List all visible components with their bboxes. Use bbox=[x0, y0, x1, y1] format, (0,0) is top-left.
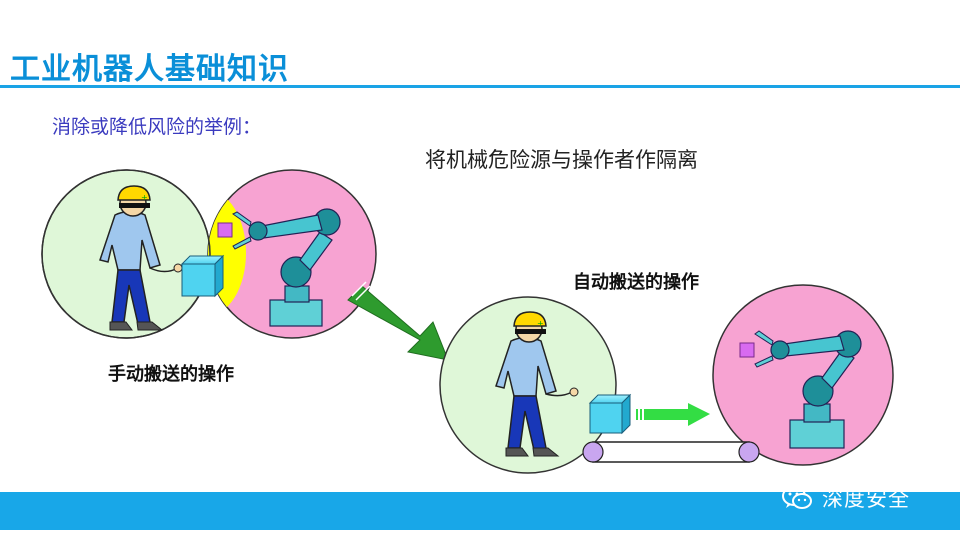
auto-handling-label: 自动搬送的操作 bbox=[573, 272, 699, 293]
subtitle: 消除或降低风险的举例： bbox=[52, 116, 262, 138]
slide-title: 工业机器人基础知识 bbox=[10, 52, 289, 87]
overlap-zone bbox=[208, 190, 246, 316]
industrial-robot-auto bbox=[739, 330, 862, 449]
manual-scene: + bbox=[41, 169, 377, 339]
wechat-icon bbox=[782, 486, 812, 509]
watermark-text: 深度安全 bbox=[822, 487, 910, 511]
workpiece-cube bbox=[180, 254, 225, 298]
auto-scene: + bbox=[439, 284, 894, 474]
svg-text:+: + bbox=[141, 193, 148, 202]
conveyor-belt bbox=[582, 441, 760, 463]
title-underline bbox=[0, 85, 960, 88]
footer-strip bbox=[0, 530, 960, 540]
conveyor-direction-arrow bbox=[636, 403, 710, 426]
worker-figure: + bbox=[99, 185, 183, 331]
industrial-robot bbox=[217, 208, 341, 327]
robot-zone-circle-auto bbox=[712, 284, 894, 466]
workpiece-cube-auto bbox=[588, 393, 632, 435]
watermark: 深度安全 bbox=[780, 480, 950, 516]
manual-handling-label: 手动搬送的操作 bbox=[108, 364, 234, 385]
isolation-caption: 将机械危险源与操作者作隔离 bbox=[425, 148, 698, 172]
svg-text:+: + bbox=[537, 319, 544, 328]
transition-arrow bbox=[347, 281, 449, 361]
worker-figure-auto: + bbox=[495, 311, 579, 457]
